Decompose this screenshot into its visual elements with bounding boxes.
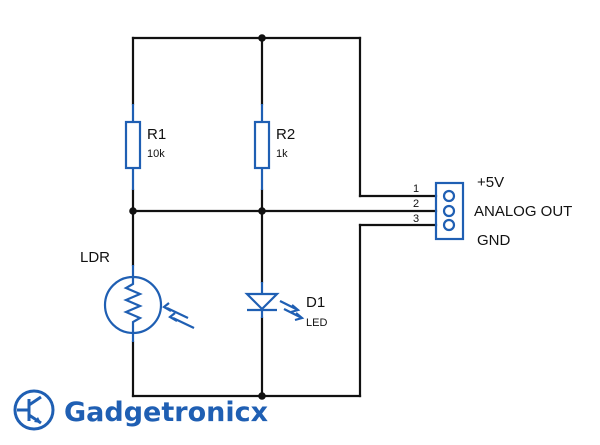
d1-ref-label: D1 [306, 294, 325, 311]
led-light-arrows-icon [279, 300, 305, 322]
pin-label-vcc: +5V [477, 174, 504, 191]
brand-name: Gadgetronicx [64, 397, 268, 428]
pin-label-analog-out: ANALOG OUT [474, 203, 572, 220]
junction-dot [258, 207, 266, 215]
ldr-photoresistor: LDR [80, 249, 195, 342]
connector-pin-2 [442, 204, 456, 218]
pin-number-2: 2 [413, 198, 419, 210]
brand-logo: Gadgetronicx [13, 389, 268, 431]
r2-body [253, 120, 271, 170]
resistor-r2: R2 1k [253, 104, 295, 190]
r1-value-label: 10k [147, 148, 165, 160]
r1-body [124, 120, 142, 170]
resistor-r1: R1 10k [124, 104, 166, 190]
connector-pin-1 [442, 189, 456, 203]
junctions [129, 34, 266, 400]
ldr-ref-label: LDR [80, 249, 110, 266]
transistor-logo-icon [13, 389, 55, 431]
connector-body [434, 181, 465, 241]
pin-number-3: 3 [413, 213, 419, 225]
r2-value-label: 1k [276, 148, 288, 160]
wires [131, 36, 438, 398]
r2-ref-label: R2 [276, 126, 295, 143]
led-d1: D1 LED [244, 282, 327, 329]
junction-dot [129, 207, 137, 215]
r1-ref-label: R1 [147, 126, 166, 143]
connector-header: 1 2 3 +5V ANALOG OUT GND [413, 174, 572, 249]
ldr-zigzag [123, 278, 143, 332]
junction-dot [258, 34, 266, 42]
ldr-light-arrows-icon [162, 302, 195, 329]
junction-dot [258, 392, 266, 400]
connector-pin-3 [442, 218, 456, 232]
pin-label-gnd: GND [477, 232, 511, 249]
led-triangle [244, 292, 280, 311]
pin-number-1: 1 [413, 183, 419, 195]
d1-value-label: LED [306, 317, 327, 329]
